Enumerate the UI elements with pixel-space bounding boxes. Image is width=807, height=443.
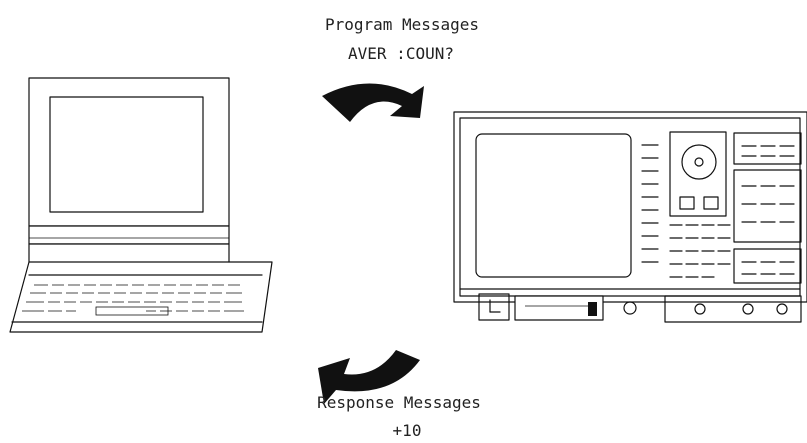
instrument-connector-1 [694,303,706,315]
response-messages-label: Response Messages +10 [317,393,481,440]
instrument-keypad [669,224,731,278]
program-messages-label: Program Messages AVER :COUN? [325,15,479,63]
laptop-keyboard [22,284,244,316]
laptop-base [9,243,273,333]
instrument-display [475,133,632,278]
laptop-hinge [28,225,230,245]
program-messages-title: Program Messages [325,15,479,34]
instrument-bottom-knob [623,301,637,315]
laptop-computer-icon [9,77,273,333]
curved-arrow-right-icon [322,83,424,122]
instrument-connector-panel [664,295,802,323]
instrument-knob-panel [669,131,727,217]
analyzer-instrument-icon [453,111,807,323]
instrument-softkeys [641,144,659,263]
instrument-key-group-3 [733,248,802,284]
instrument-connector-2 [742,303,754,315]
instrument-key-group-1 [733,132,802,165]
instrument-knob [681,144,717,180]
instrument-key-group-2 [733,169,802,243]
program-messages-command: AVER :COUN? [348,44,454,63]
response-messages-value: +10 [393,421,422,440]
instrument-power-area [478,293,510,321]
response-messages-title: Response Messages [317,393,481,412]
instrument-connector-3 [776,303,788,315]
laptop-screen [49,96,204,213]
curved-arrow-left-icon [318,350,420,404]
